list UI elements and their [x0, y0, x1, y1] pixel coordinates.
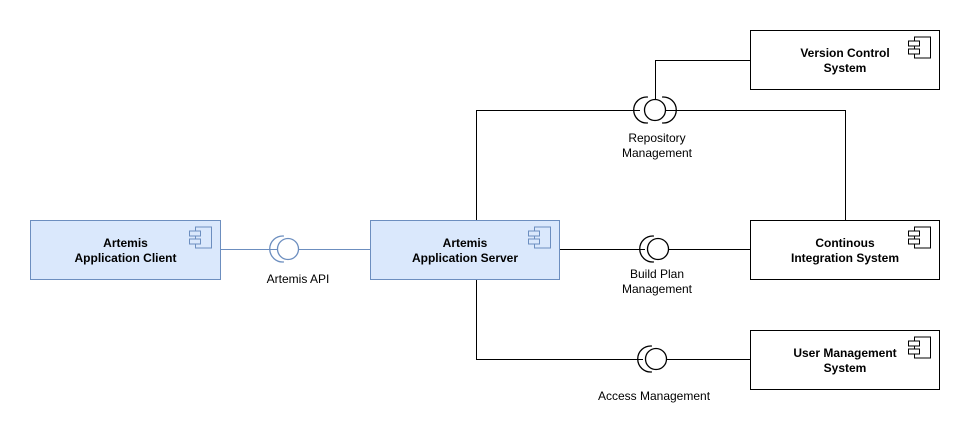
- connector-server-top-vertical: [476, 110, 477, 220]
- component-label: Artemis Application Server: [411, 236, 519, 265]
- component-artemis-application-client: Artemis Application Client: [30, 220, 221, 280]
- interface-label-artemis-api: Artemis API: [266, 272, 330, 286]
- connector-api-to-server: [298, 249, 370, 250]
- connector-vcs-stub-vertical: [655, 60, 656, 100]
- uml-component-icon: [908, 226, 931, 249]
- component-label: Artemis Application Client: [74, 236, 177, 265]
- connector-client-to-api: [221, 249, 278, 250]
- uml-component-icon: [908, 336, 931, 359]
- component-label: User Management System: [793, 346, 897, 375]
- component-continous-integration-system: Continous Integration System: [750, 220, 940, 280]
- uml-component-icon: [189, 226, 212, 249]
- connector-server-to-repository: [476, 110, 640, 111]
- component-label: Continous Integration System: [790, 236, 900, 265]
- connector-server-to-buildplan: [560, 249, 645, 250]
- artemis-api-interface-icon: [269, 235, 300, 263]
- connector-vcs-stub-horizontal: [655, 60, 750, 61]
- component-label: Version Control System: [800, 46, 890, 75]
- component-version-control-system: Version Control System: [750, 30, 940, 90]
- connector-cis-top-vertical: [845, 110, 846, 220]
- connector-buildplan-to-cis: [669, 249, 750, 250]
- build-plan-management-interface-icon: [639, 235, 670, 263]
- uml-component-icon: [528, 226, 551, 249]
- interface-label-access-management: Access Management: [597, 389, 711, 403]
- interface-label-build-plan-management: Build Plan Management: [621, 267, 693, 296]
- interface-label-repository-management: Repository Management: [621, 131, 693, 160]
- access-management-interface-icon: [637, 345, 668, 373]
- connector-repository-to-cis: [666, 110, 845, 111]
- connector-access-to-ums: [667, 359, 750, 360]
- uml-component-icon: [908, 36, 931, 59]
- connector-server-to-access: [476, 359, 643, 360]
- repository-management-interface-icon: [633, 96, 677, 124]
- connector-server-bottom-vertical: [476, 280, 477, 359]
- component-user-management-system: User Management System: [750, 330, 940, 390]
- component-artemis-application-server: Artemis Application Server: [370, 220, 560, 280]
